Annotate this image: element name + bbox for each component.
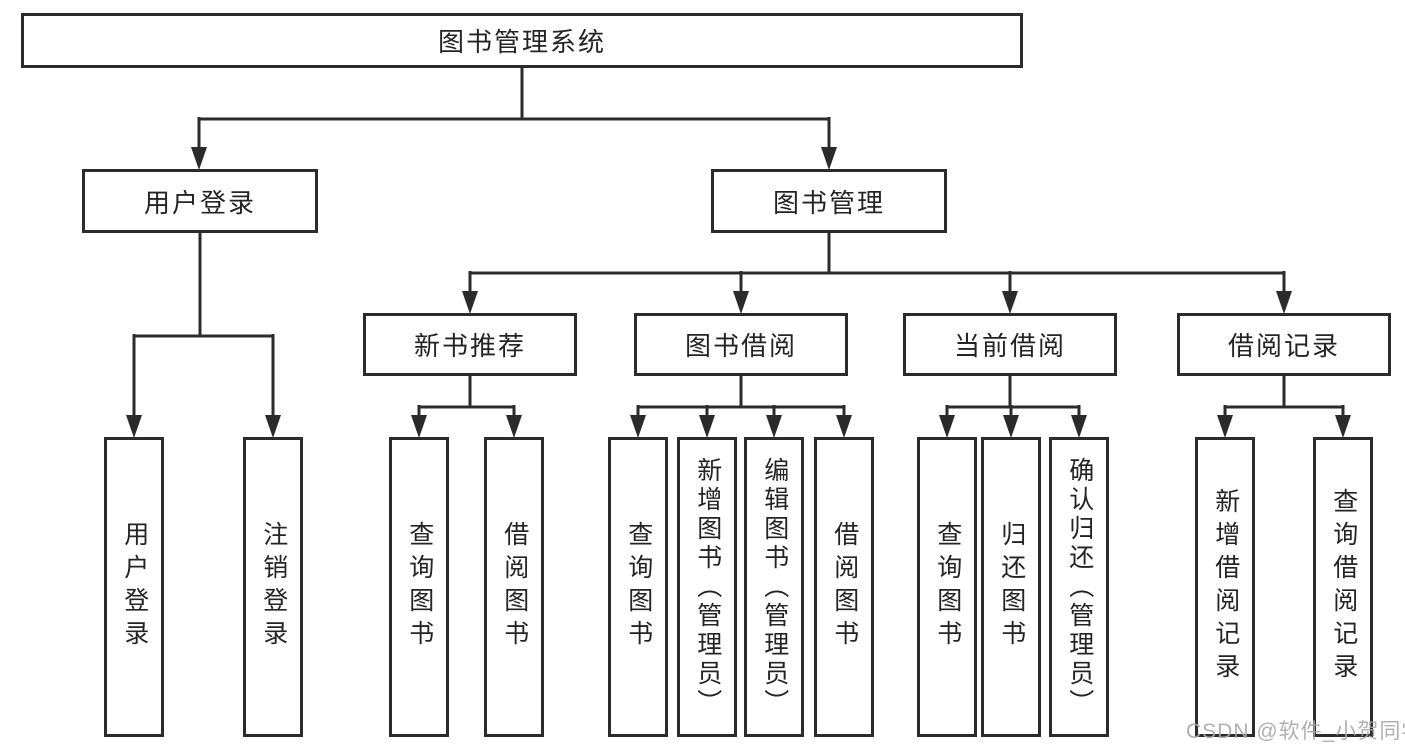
leaf-logout-label: 注销登录 bbox=[259, 521, 288, 653]
leaf-return-books: 归还图书 bbox=[981, 437, 1041, 737]
leaf-query-books-recommend-label: 查询图书 bbox=[405, 521, 434, 653]
leaf-query-books-borrow-label: 查询图书 bbox=[624, 521, 653, 653]
leaf-borrow-books-label: 借阅图书 bbox=[830, 521, 859, 653]
leaf-query-borrow-record: 查询借阅记录 bbox=[1313, 437, 1373, 737]
leaf-query-books-current-label: 查询图书 bbox=[933, 521, 962, 653]
leaf-add-borrow-record: 新增借阅记录 bbox=[1195, 437, 1255, 737]
node-borrowing-records: 借阅记录 bbox=[1177, 313, 1391, 376]
leaf-return-books-label: 归还图书 bbox=[997, 521, 1026, 653]
leaf-borrow-books: 借阅图书 bbox=[814, 437, 874, 737]
leaf-borrow-books-recommend: 借阅图书 bbox=[484, 437, 544, 737]
node-book-borrowing: 图书借阅 bbox=[634, 313, 848, 376]
node-borrowing-records-label: 借阅记录 bbox=[1227, 331, 1340, 361]
leaf-borrow-books-recommend-label: 借阅图书 bbox=[500, 521, 529, 653]
leaf-query-books-current: 查询图书 bbox=[917, 437, 977, 737]
leaf-add-books-admin-label: 新增图书（管理员） bbox=[693, 456, 722, 718]
node-root-system: 图书管理系统 bbox=[21, 13, 1023, 68]
leaf-user-login-label: 用户登录 bbox=[120, 521, 149, 653]
node-book-management: 图书管理 bbox=[711, 169, 947, 233]
csdn-watermark: CSDN @软件_小贺同学 bbox=[1186, 720, 1405, 743]
node-root-label: 图书管理系统 bbox=[437, 27, 606, 57]
node-new-book-recommend-label: 新书推荐 bbox=[413, 331, 526, 361]
leaf-add-borrow-record-label: 新增借阅记录 bbox=[1211, 488, 1240, 686]
node-new-book-recommend: 新书推荐 bbox=[363, 313, 577, 376]
node-book-management-label: 图书管理 bbox=[772, 187, 885, 218]
leaf-query-books-recommend: 查询图书 bbox=[389, 437, 449, 737]
leaf-confirm-return-admin: 确认归还（管理员） bbox=[1049, 437, 1109, 737]
leaf-query-books-borrow: 查询图书 bbox=[608, 437, 668, 737]
node-current-borrowing: 当前借阅 bbox=[903, 313, 1117, 376]
node-user-login-label: 用户登录 bbox=[143, 187, 256, 218]
leaf-query-borrow-record-label: 查询借阅记录 bbox=[1329, 488, 1358, 686]
leaf-edit-books-admin: 编辑图书（管理员） bbox=[744, 437, 804, 737]
leaf-add-books-admin: 新增图书（管理员） bbox=[677, 437, 737, 737]
leaf-user-login: 用户登录 bbox=[104, 437, 164, 737]
leaf-logout: 注销登录 bbox=[243, 437, 303, 737]
node-book-borrowing-label: 图书借阅 bbox=[684, 331, 797, 361]
leaf-confirm-return-admin-label: 确认归还（管理员） bbox=[1065, 456, 1094, 718]
node-user-login: 用户登录 bbox=[82, 169, 318, 233]
leaf-edit-books-admin-label: 编辑图书（管理员） bbox=[760, 456, 789, 718]
node-current-borrowing-label: 当前借阅 bbox=[953, 331, 1066, 361]
